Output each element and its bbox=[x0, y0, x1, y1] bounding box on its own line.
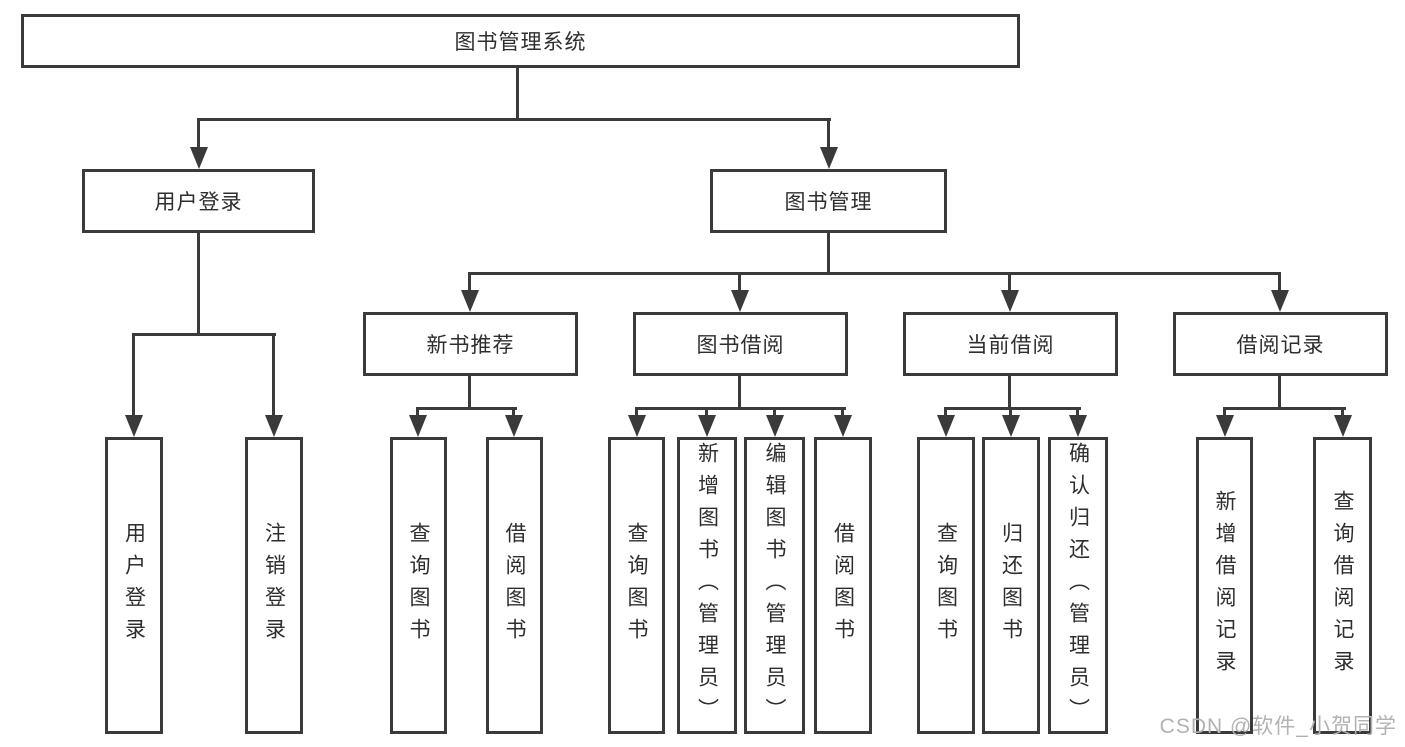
node-label: 借阅图书 bbox=[831, 521, 855, 650]
connector-line bbox=[416, 407, 419, 416]
arrow-down-icon bbox=[1002, 415, 1020, 437]
connector-line bbox=[197, 118, 200, 148]
node-leaf-add-borrow-record: 新增借阅记录 bbox=[1196, 437, 1253, 734]
arrow-down-icon bbox=[1069, 415, 1087, 437]
node-label: 查询借阅记录 bbox=[1331, 489, 1354, 682]
connector-line bbox=[132, 333, 276, 336]
node-label: 新增图书（管理员） bbox=[695, 441, 719, 730]
node-label: 确认归还（管理员） bbox=[1066, 441, 1090, 730]
node-borrow-records: 借阅记录 bbox=[1173, 312, 1388, 376]
connector-line bbox=[1278, 272, 1281, 291]
connector-line bbox=[197, 118, 831, 121]
arrow-down-icon bbox=[1216, 415, 1234, 437]
connector-line bbox=[516, 68, 519, 121]
node-label: 查询图书 bbox=[407, 521, 430, 650]
node-leaf-user-login: 用户登录 bbox=[105, 437, 163, 734]
arrow-down-icon bbox=[409, 415, 427, 437]
node-label: 新增借阅记录 bbox=[1213, 489, 1236, 682]
connector-line bbox=[705, 407, 708, 416]
node-leaf-confirm-return-admin: 确认归还（管理员） bbox=[1048, 437, 1108, 734]
arrow-down-icon bbox=[461, 290, 479, 312]
arrow-down-icon bbox=[731, 290, 749, 312]
node-label: 用户登录 bbox=[154, 191, 243, 214]
connector-line bbox=[773, 407, 776, 416]
connector-line bbox=[416, 407, 517, 410]
connector-line bbox=[635, 407, 638, 416]
node-label: 图书借阅 bbox=[696, 334, 785, 357]
csdn-watermark: CSDN @软件_小贺同学 bbox=[1159, 715, 1397, 738]
connector-line bbox=[1076, 407, 1079, 416]
node-label: 新书推荐 bbox=[426, 334, 515, 357]
node-label: 编辑图书（管理员） bbox=[763, 441, 786, 730]
node-label: 当前借阅 bbox=[966, 334, 1055, 357]
node-current-borrow: 当前借阅 bbox=[903, 312, 1118, 376]
arrow-down-icon bbox=[1001, 290, 1019, 312]
connector-line bbox=[1223, 407, 1226, 416]
node-label: 查询图书 bbox=[625, 521, 648, 650]
node-label: 图书管理 bbox=[784, 191, 873, 214]
connector-line bbox=[738, 376, 741, 410]
arrow-down-icon bbox=[190, 147, 208, 169]
connector-line bbox=[197, 233, 200, 336]
arrow-down-icon bbox=[125, 415, 143, 437]
arrow-down-icon bbox=[766, 415, 784, 437]
arrow-down-icon bbox=[937, 415, 955, 437]
node-leaf-edit-book-admin: 编辑图书（管理员） bbox=[744, 437, 805, 734]
arrow-down-icon bbox=[505, 415, 523, 437]
node-root-system: 图书管理系统 bbox=[21, 14, 1020, 68]
connector-line bbox=[1278, 376, 1281, 410]
node-leaf-borrow-book: 借阅图书 bbox=[814, 437, 872, 734]
node-label: 用户登录 bbox=[122, 521, 146, 650]
node-leaf-current-query-book: 查询图书 bbox=[917, 437, 975, 734]
node-leaf-return-book: 归还图书 bbox=[982, 437, 1040, 734]
connector-line bbox=[635, 407, 846, 410]
connector-line bbox=[468, 272, 471, 291]
connector-line bbox=[132, 333, 135, 416]
node-label: 借阅图书 bbox=[503, 521, 526, 650]
node-label: 查询图书 bbox=[934, 521, 958, 650]
arrow-down-icon bbox=[698, 415, 716, 437]
node-book-borrow: 图书借阅 bbox=[633, 312, 848, 376]
node-leaf-recommend-borrow-book: 借阅图书 bbox=[486, 437, 543, 734]
arrow-down-icon bbox=[1271, 290, 1289, 312]
connector-line bbox=[944, 407, 1081, 410]
arrow-down-icon bbox=[265, 415, 283, 437]
node-leaf-logout: 注销登录 bbox=[245, 437, 303, 734]
connector-line bbox=[944, 407, 947, 416]
arrow-down-icon bbox=[834, 415, 852, 437]
node-label: 归还图书 bbox=[999, 521, 1023, 650]
arrow-down-icon bbox=[1334, 415, 1352, 437]
connector-line bbox=[827, 118, 830, 148]
connector-line bbox=[1009, 407, 1012, 416]
connector-line bbox=[468, 272, 1281, 275]
connector-line bbox=[1223, 407, 1346, 410]
connector-line bbox=[468, 376, 471, 410]
node-book-management: 图书管理 bbox=[710, 169, 947, 233]
node-user-login: 用户登录 bbox=[82, 169, 315, 233]
node-new-book-recommend: 新书推荐 bbox=[363, 312, 578, 376]
node-leaf-query-borrow-record: 查询借阅记录 bbox=[1313, 437, 1372, 734]
connector-line bbox=[1341, 407, 1344, 416]
node-leaf-borrow-query-book: 查询图书 bbox=[608, 437, 665, 734]
connector-line bbox=[827, 233, 830, 275]
connector-line bbox=[841, 407, 844, 416]
connector-line bbox=[1008, 376, 1011, 410]
node-leaf-add-book-admin: 新增图书（管理员） bbox=[677, 437, 737, 734]
node-label: 借阅记录 bbox=[1236, 334, 1325, 357]
arrow-down-icon bbox=[628, 415, 646, 437]
arrow-down-icon bbox=[820, 147, 838, 169]
node-label: 图书管理系统 bbox=[454, 31, 587, 54]
connector-line bbox=[1008, 272, 1011, 291]
connector-line bbox=[738, 272, 741, 291]
node-label: 注销登录 bbox=[262, 521, 286, 650]
connector-line bbox=[512, 407, 515, 416]
connector-line bbox=[272, 333, 275, 416]
node-leaf-recommend-query-book: 查询图书 bbox=[390, 437, 447, 734]
